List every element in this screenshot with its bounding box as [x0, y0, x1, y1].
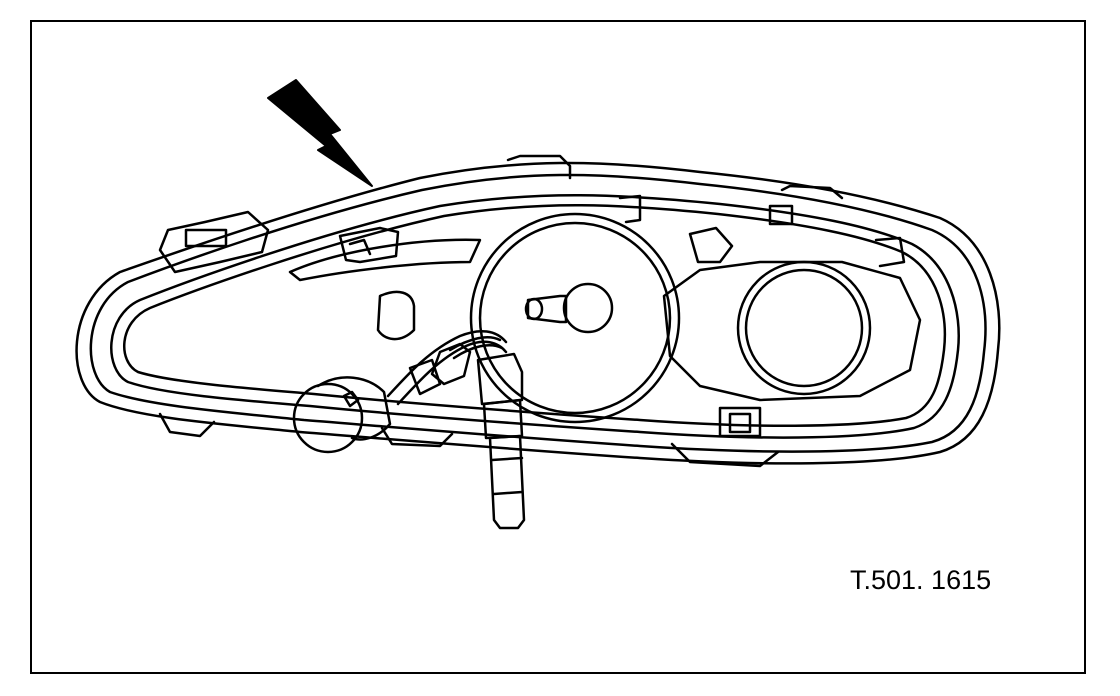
main-reflector: [469, 212, 681, 424]
lug-slot-left: [184, 228, 228, 248]
bracket-far-right: [874, 236, 906, 268]
housing-outer: [75, 161, 1001, 465]
housing-inner: [110, 193, 960, 439]
bulb-tip: [524, 297, 544, 321]
stem-ring-1: [490, 456, 524, 462]
mounting-lug-right: [780, 184, 844, 200]
main-reflector-ring: [478, 221, 672, 415]
figure-code-label: T.501. 1615: [850, 565, 992, 595]
bulb-connector-neck: [482, 398, 524, 440]
clip-upper-left: [338, 226, 400, 264]
arrow-icon: [267, 79, 373, 187]
clip-top-right: [768, 204, 794, 226]
clip-bottom-right: [718, 406, 762, 438]
mounting-lug-top: [506, 154, 572, 180]
wiring-wire-b: [452, 344, 504, 360]
housing-hex-frame: [662, 260, 922, 402]
housing-outer-inner-line: [89, 173, 987, 453]
clip-bottom-left-2: [380, 426, 454, 448]
left-reflector-segment: [376, 290, 416, 341]
mounting-lug-left: [158, 210, 270, 274]
figure-frame: [30, 20, 1086, 674]
side-bulb-socket: [316, 376, 392, 441]
wiring-harness-1: [386, 329, 508, 398]
bulb-socket: [562, 282, 614, 334]
stem-ring-2: [492, 490, 524, 496]
secondary-lamp: [736, 260, 872, 396]
reflector-ledge: [288, 238, 482, 282]
wiring-wire-a: [448, 336, 502, 352]
housing-inner-line: [123, 203, 947, 428]
wiring-harness-4: [408, 358, 442, 396]
side-bulb: [292, 382, 364, 454]
bulb-connector-plug: [476, 352, 524, 406]
clip-bottom-right-inner: [728, 412, 752, 434]
clip-bottom-center: [670, 442, 780, 468]
bracket-right-top: [688, 226, 734, 264]
bracket-center: [618, 194, 642, 224]
secondary-lamp-ring: [744, 268, 864, 388]
side-bulb-detail: [342, 390, 360, 408]
bulb-stem: [526, 294, 568, 324]
bulb-connector-stem: [488, 434, 526, 530]
wiring-harness-2: [396, 340, 508, 406]
clip-bottom-left: [158, 412, 216, 438]
